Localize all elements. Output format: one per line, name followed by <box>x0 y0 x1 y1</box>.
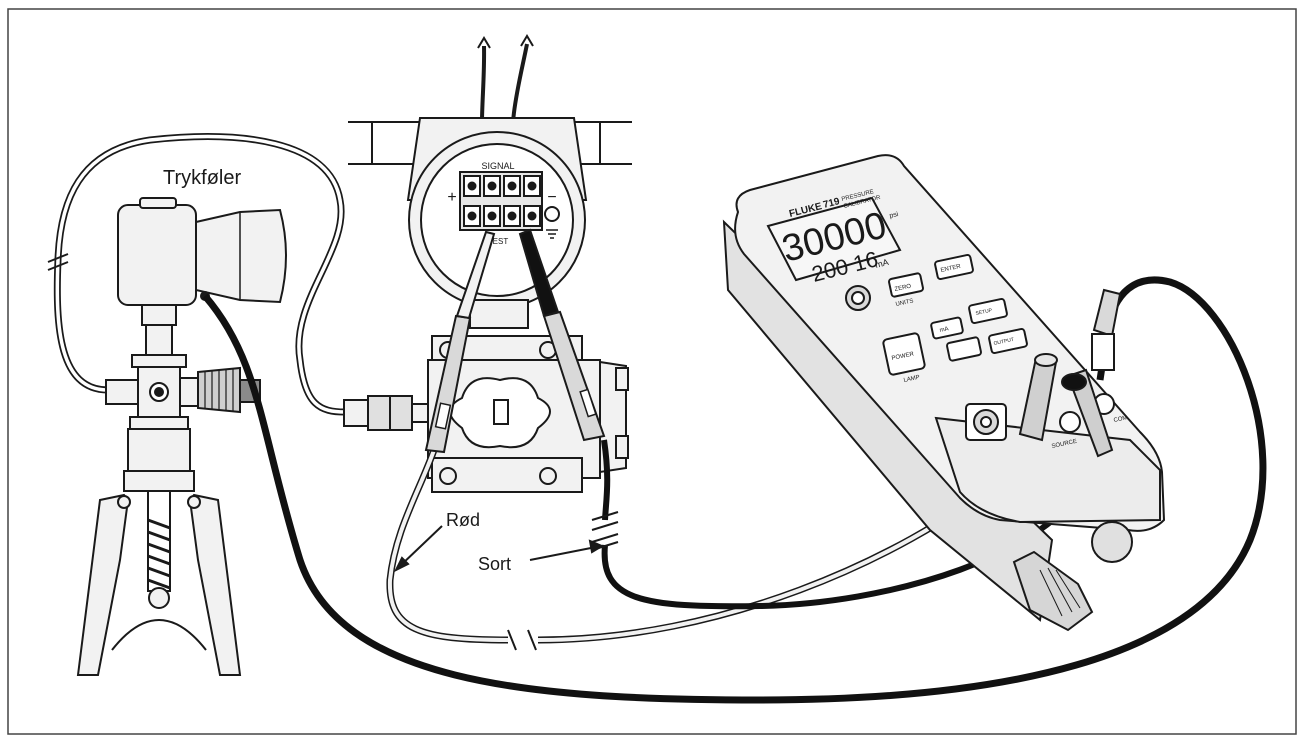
lead-label-arrows <box>393 525 605 573</box>
pressure-module-head <box>195 208 287 304</box>
output-button-label: OUTPUT <box>993 337 1014 347</box>
right-fitting <box>179 377 199 407</box>
pressure-module-plug-body <box>1091 333 1115 371</box>
zero-button[interactable] <box>888 272 924 298</box>
diagram-border <box>7 8 1297 735</box>
black-plug <box>1066 368 1114 458</box>
source-jack-label: SOURCE <box>1051 439 1077 450</box>
display-primary-unit: psi <box>889 211 900 220</box>
calibrator-display <box>766 196 902 282</box>
enter-button-label: ENTER <box>940 264 962 274</box>
hand-pressure-pump <box>47 133 346 676</box>
pressure-module-cable <box>202 276 1267 704</box>
power-button[interactable] <box>882 332 926 376</box>
power-button-label: POWER <box>891 351 915 362</box>
pressure-module-body <box>117 204 197 306</box>
pump-base <box>123 470 195 492</box>
ground-symbol <box>546 229 558 239</box>
test-terminal-label: TEST <box>488 237 509 246</box>
pump-pivot <box>148 587 170 609</box>
source-jack[interactable] <box>1059 411 1081 433</box>
terminal-labels: SIGNAL + − TEST <box>447 161 556 246</box>
pump-handle-link <box>111 619 207 651</box>
hose-break-mark <box>47 253 69 271</box>
transmitter-neck <box>469 299 529 329</box>
red-lead-label: Rød <box>446 510 480 530</box>
pump-handle-right <box>188 493 242 676</box>
setup-button[interactable] <box>968 298 1008 324</box>
step-button[interactable] <box>946 336 982 362</box>
signal-terminal-label: SIGNAL <box>481 161 514 171</box>
units-button-label: UNITS <box>895 298 914 308</box>
output-button[interactable] <box>988 328 1028 354</box>
module-fitting <box>141 304 177 326</box>
calibrator-foot <box>1091 521 1133 563</box>
com-jack-label: COM <box>1113 415 1128 424</box>
setup-button-label: SETUP <box>975 307 993 316</box>
module-stem <box>145 324 173 356</box>
pressure-module-plug <box>1092 288 1122 338</box>
minus-terminal-label: − <box>547 189 556 206</box>
ma-button[interactable] <box>930 316 964 340</box>
pressure-module-cap <box>139 197 177 209</box>
zero-button-label: ZERO <box>894 284 912 293</box>
lamp-button-label: LAMP <box>903 375 920 384</box>
left-fitting <box>105 379 139 405</box>
calibrator-knob <box>1012 550 1094 632</box>
transmitter-inlet-fitting <box>343 399 369 427</box>
transmitter-flange-bottom <box>431 457 583 493</box>
pump-handle-left <box>76 493 130 676</box>
red-lead-break <box>507 629 537 651</box>
ground-screw <box>544 206 560 222</box>
black-lead-label: Sort <box>478 554 511 574</box>
stem-nut <box>131 354 187 368</box>
fluke-calibrator <box>722 154 1166 632</box>
pressure-module-label: Trykføler <box>163 167 241 189</box>
display-secondary-unit: mA <box>874 257 890 270</box>
pressure-hose-inner <box>55 134 346 414</box>
model-number: 719 <box>822 196 841 211</box>
plus-terminal-label: + <box>447 189 456 206</box>
pressure-transmitter <box>343 34 632 493</box>
enter-button[interactable] <box>934 254 974 280</box>
ma-button-label: mA <box>939 326 949 334</box>
pump-collar <box>129 416 189 430</box>
black-lead-break <box>591 511 619 551</box>
